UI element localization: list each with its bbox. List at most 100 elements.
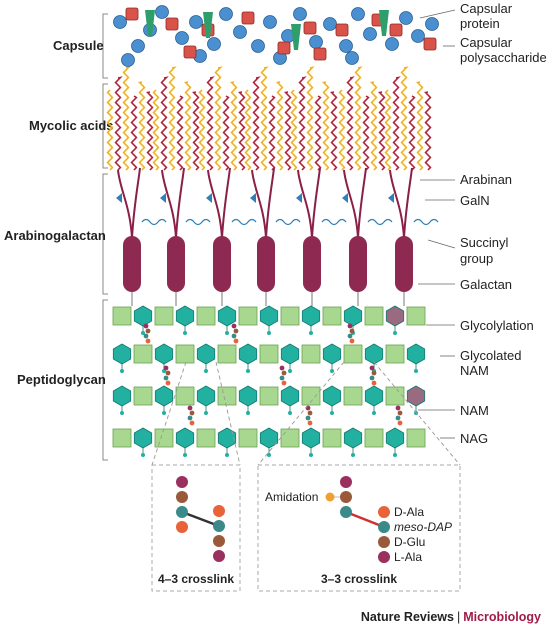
mycolic-acid-chain (206, 76, 215, 171)
nam-unit-icon (364, 385, 384, 407)
glycolylation-dot (288, 411, 292, 415)
nag-unit-icon (196, 428, 216, 448)
capsular-protein-icon (155, 5, 169, 19)
residue-label-d-ala: D-Ala (394, 505, 424, 519)
nam-unit-icon (133, 427, 153, 449)
capsular-protein-icon (219, 7, 233, 21)
mycolic-acid-chain (252, 76, 261, 171)
section-brackets (102, 13, 108, 461)
capsular-polysaccharide-icon (165, 17, 179, 31)
capsular-polysaccharide-icon (183, 45, 197, 59)
mycolic-acid-chain (146, 91, 154, 171)
glycolylation-dot (183, 331, 187, 335)
residue-label-meso-dap: meso-DAP (394, 520, 452, 534)
peptide-stem-bead (163, 375, 169, 381)
section-label-mycolic-acids: Mycolic acids (29, 118, 114, 133)
galactan-icon (123, 236, 141, 292)
callout-capsular-polysaccharide: Capsular polysaccharide (460, 35, 547, 65)
peptide-stem-bead (307, 420, 313, 426)
mycolic-acid-chain (244, 89, 252, 171)
zoom-lines (151, 361, 461, 466)
capsular-protein-icon (189, 15, 203, 29)
residue-label-l-ala: L-Ala (394, 550, 422, 564)
capsular-polysaccharide-icon (277, 41, 291, 55)
bead-meso-dap (176, 506, 188, 518)
peptide-stem-bead (371, 370, 377, 376)
capsular-protein-icon (323, 17, 337, 31)
nag-unit-icon (154, 428, 174, 448)
capsular-protein-icon (131, 39, 145, 53)
galn-icon (116, 193, 122, 203)
capsular-protein-icon (425, 17, 439, 31)
mycolic-acid-chain (138, 81, 146, 171)
nam-unit-icon (196, 343, 216, 365)
callout-glycolated-nam-line1: Glycolated (460, 348, 521, 363)
peptide-stem-bead (187, 415, 193, 421)
nag-unit-icon (133, 344, 153, 364)
peptide-stem-bead (397, 420, 403, 426)
capsular-polysaccharide-icon (125, 7, 139, 21)
mycolic-acid-chain (392, 76, 401, 171)
capsular-protein-icon (291, 24, 301, 50)
nag-unit-icon (343, 386, 363, 406)
mycolic-acid-chain (268, 95, 276, 171)
callout-succinyl-group: Succinyl group (460, 235, 512, 266)
arabinan-chain (297, 169, 313, 239)
amidation-dot (325, 492, 335, 502)
glycolylation-dot (267, 453, 271, 457)
arabinan-chain (161, 169, 177, 239)
capsular-protein-icon (363, 27, 377, 41)
nam-unit-icon (406, 385, 426, 407)
nam-unit-icon (406, 343, 426, 365)
capsular-protein-icon (263, 15, 277, 29)
galactan-icon (349, 236, 367, 292)
glycolylation-dot (393, 331, 397, 335)
bead-meso-dap (340, 506, 352, 518)
mycolic-acid-chain (168, 66, 177, 171)
residue-label-d-glu: D-Glu (394, 535, 425, 549)
callout-galactan: Galactan (460, 277, 512, 292)
arabinan-chain (403, 167, 413, 239)
glycolylation-dot (162, 411, 166, 415)
peptide-stem-bead (189, 420, 195, 426)
nam-unit-icon (217, 427, 237, 449)
mycolic-acid-chain (106, 89, 114, 171)
nam-unit-icon (301, 305, 321, 327)
bead-d-glu (378, 536, 390, 548)
footer-publisher: Nature Reviews (360, 610, 454, 624)
mycolic-acid-chain (306, 66, 315, 171)
galn-icon (296, 193, 302, 203)
glycolylation-dot (351, 453, 355, 457)
nag-unit-icon (343, 344, 363, 364)
mycolic-acid-chain (214, 66, 223, 171)
callout-glycolylation: Glycolylation (460, 318, 534, 333)
mycolic-acid-chain (238, 91, 246, 171)
mycolic-acid-chain (198, 89, 206, 171)
capsular-protein-icon (113, 15, 127, 29)
bead-meso-dap (378, 521, 390, 533)
nam-unit-icon (112, 343, 132, 365)
bead-l-ala (378, 551, 390, 563)
mycolic-acid-chain (354, 66, 363, 171)
bead-l-ala (176, 476, 188, 488)
nag-unit-icon (280, 306, 300, 326)
callout-capsular-protein: Capsular protein (460, 1, 516, 31)
succinyl-group-icon (185, 218, 211, 226)
callout-glycolated-nam-line2: NAM (460, 363, 489, 378)
galactan-icon (213, 236, 231, 292)
mycolic-acid-chain (290, 89, 298, 171)
glycolylation-dot (183, 453, 187, 457)
glycolylation-dot (204, 369, 208, 373)
mycolic-acid-chain (122, 66, 131, 171)
succinyl-group-icon (321, 218, 347, 226)
peptide-stem-bead (143, 333, 149, 339)
capsular-polysaccharide-icon (423, 37, 437, 51)
galn-icon (250, 193, 256, 203)
mycolic-acid-chain (284, 91, 292, 171)
peptide-stem-bead (397, 410, 403, 416)
glycolylation-dot (246, 411, 250, 415)
mycolic-acid-chain (114, 76, 123, 171)
callout-capsular-protein-line1: Capsular (460, 1, 513, 16)
galactan-icon (257, 236, 275, 292)
nam-unit-icon (196, 385, 216, 407)
